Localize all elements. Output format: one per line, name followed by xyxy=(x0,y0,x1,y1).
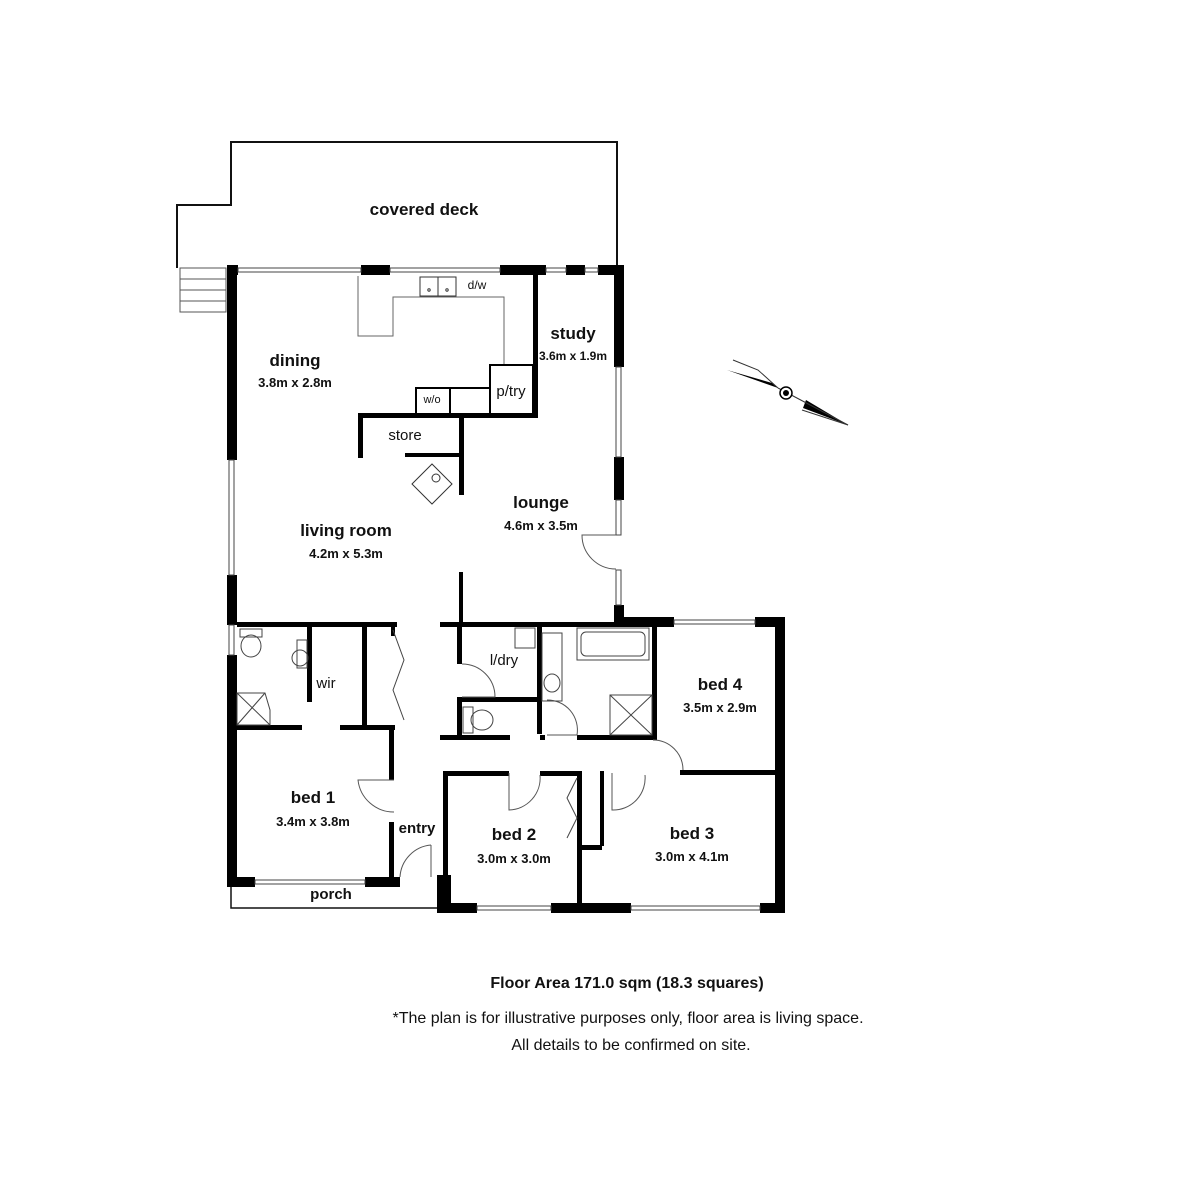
north-arrow-icon xyxy=(727,359,849,426)
deck-stairs-icon xyxy=(179,267,227,313)
room-label-bed-3: bed 3 xyxy=(669,824,715,843)
covered-deck-outline xyxy=(176,141,618,268)
room-dim-bed-2: 3.0m x 3.0m xyxy=(477,851,551,866)
label-dishwasher: d/w xyxy=(467,278,487,292)
room-label-study: study xyxy=(550,324,596,343)
room-dim-lounge: 4.6m x 3.5m xyxy=(504,518,578,533)
room-dim-living-room: 4.2m x 5.3m xyxy=(309,546,383,561)
disclaimer-line-2: All details to be confirmed on site. xyxy=(511,1037,751,1054)
pantry-cabinets xyxy=(415,364,534,416)
windows xyxy=(228,267,761,911)
label-entry: entry xyxy=(398,820,436,837)
room-label-dining: dining xyxy=(269,351,321,370)
porch-outline xyxy=(230,887,437,909)
room-label-living-room: living room xyxy=(300,521,392,540)
label-porch: porch xyxy=(310,886,352,903)
room-label-bed-2: bed 2 xyxy=(491,825,537,844)
label-wall-oven: w/o xyxy=(423,394,441,406)
heater-icon xyxy=(411,463,453,505)
label-store: store xyxy=(388,427,422,444)
room-dim-bed-1: 3.4m x 3.8m xyxy=(276,814,350,829)
room-label-covered-deck: covered deck xyxy=(369,200,479,219)
room-dim-bed-3: 3.0m x 4.1m xyxy=(655,849,729,864)
bathroom-fixtures xyxy=(236,627,653,736)
label-walk-in-robe: wir xyxy=(316,675,336,692)
room-dim-bed-4: 3.5m x 2.9m xyxy=(683,700,757,715)
disclaimer-line-1: *The plan is for illustrative purposes o… xyxy=(392,1010,864,1027)
robe-bifold-doors xyxy=(392,629,578,839)
room-dim-study: 3.6m x 1.9m xyxy=(538,349,608,363)
room-label-bed-1: bed 1 xyxy=(290,788,336,807)
room-dim-dining: 3.8m x 2.8m xyxy=(258,375,332,390)
interior-walls xyxy=(237,270,780,906)
room-label-lounge: lounge xyxy=(513,493,569,512)
floor-area-text: Floor Area 171.0 sqm (18.3 squares) xyxy=(490,975,764,992)
room-label-bed-4: bed 4 xyxy=(697,675,743,694)
label-laundry: l/dry xyxy=(489,652,519,669)
sink-icon xyxy=(419,276,457,297)
label-pantry: p/try xyxy=(496,383,526,400)
